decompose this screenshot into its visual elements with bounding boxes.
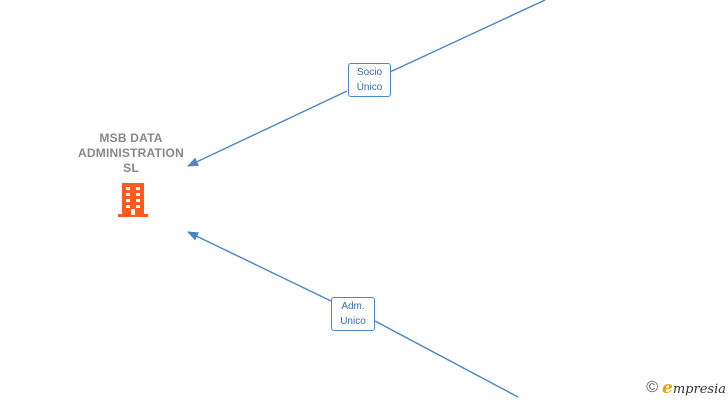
edge-line-socio-unico bbox=[188, 0, 546, 166]
copyright-icon: © bbox=[646, 379, 659, 396]
building-icon[interactable] bbox=[116, 182, 150, 218]
edge-label-socio-unico[interactable]: Socio Único bbox=[348, 63, 391, 97]
edge-label-line-2: Unico bbox=[340, 316, 366, 327]
brand-logo: empresia bbox=[662, 378, 726, 398]
edge-label-line-2: Único bbox=[356, 82, 383, 93]
company-name-line-3: SL bbox=[123, 161, 139, 175]
company-name[interactable]: MSB DATA ADMINISTRATION SL bbox=[60, 131, 202, 176]
edge-line-adm-unico bbox=[188, 232, 519, 398]
brand-name: mpresia bbox=[672, 382, 726, 397]
empresia-watermark[interactable]: © empresia bbox=[646, 378, 726, 398]
edge-label-line-1: Adm. bbox=[341, 301, 365, 312]
company-name-line-1: MSB DATA bbox=[99, 131, 163, 145]
company-name-line-2: ADMINISTRATION bbox=[78, 146, 184, 160]
edge-label-adm-unico[interactable]: Adm. Unico bbox=[331, 297, 375, 331]
brand-initial: e bbox=[662, 378, 673, 398]
edge-label-line-1: Socio bbox=[356, 67, 382, 78]
